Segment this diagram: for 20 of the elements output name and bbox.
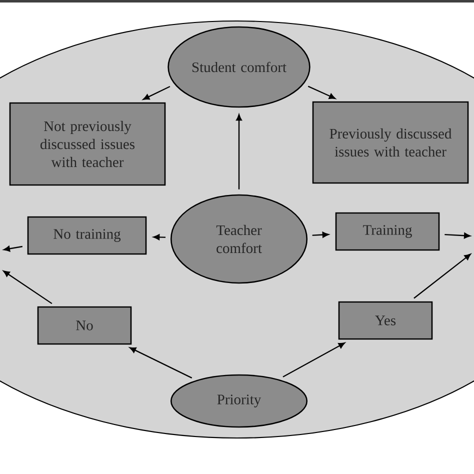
oval-node: Priority <box>170 374 308 428</box>
arrow <box>236 114 242 190</box>
arrow <box>130 347 192 378</box>
arrow <box>3 270 52 304</box>
arrow <box>308 86 336 100</box>
process-box: Previously discussed issues with teacher <box>312 101 469 184</box>
arrow <box>312 232 329 238</box>
process-box: No training <box>27 216 147 255</box>
arrow <box>414 254 471 299</box>
oval-node: Student comfort <box>168 26 310 108</box>
process-box: Not previously discussed issues with teacher <box>9 102 166 186</box>
process-box: Yes <box>338 301 433 340</box>
oval-node: Teacher comfort <box>170 194 308 284</box>
arrow <box>142 86 170 100</box>
arrow <box>282 342 345 378</box>
arrow <box>444 232 470 239</box>
process-box: No <box>37 306 132 345</box>
process-box: Training <box>335 212 440 251</box>
arrow <box>153 234 166 240</box>
arrow <box>4 246 23 252</box>
